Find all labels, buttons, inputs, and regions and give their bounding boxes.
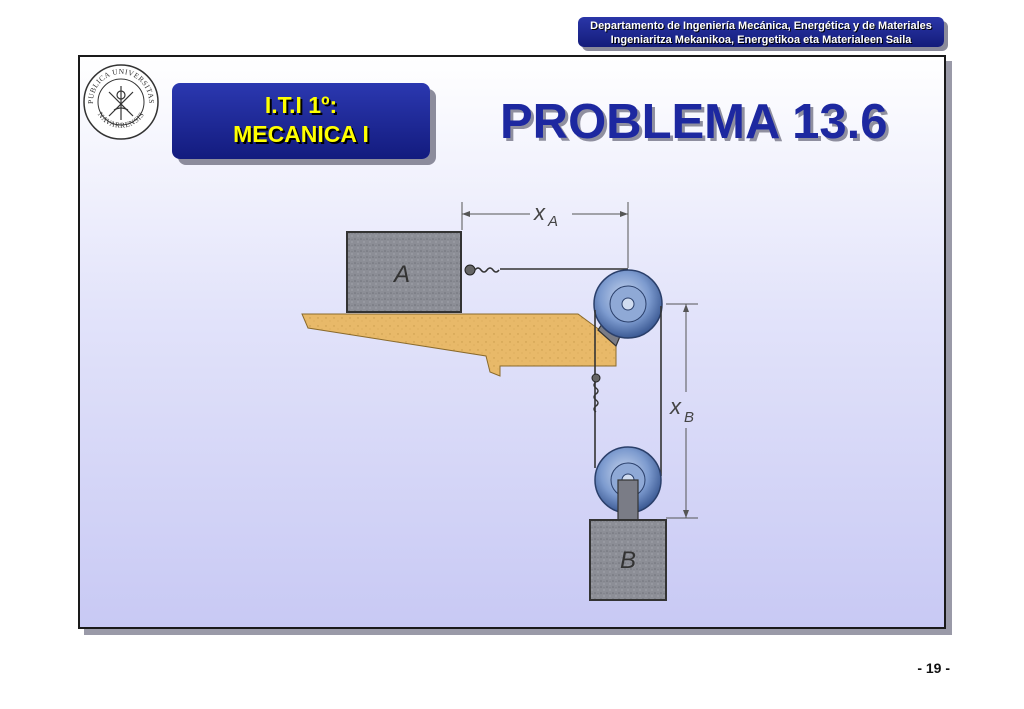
university-seal-icon: PUBLICA UNIVERSITAS NAVARRENSIS [83, 64, 159, 140]
department-banner: Departamento de Ingeniería Mecánica, Ene… [578, 17, 944, 47]
dimension-xb-subscript: B [684, 409, 694, 426]
department-name-eu: Ingeniaritza Mekanikoa, Energetikoa eta … [610, 34, 912, 46]
dimension-xa-label: x [533, 200, 546, 225]
block-b-label: B [620, 547, 636, 574]
problem-title: PROBLEMA 13.6 [500, 95, 888, 149]
block-b: B [589, 519, 667, 601]
dimension-xb: x B [666, 303, 698, 519]
block-a-label: A [392, 261, 410, 288]
dimension-xb-label: x [669, 394, 682, 419]
block-a: A [346, 231, 462, 313]
course-name: MECANICA I [233, 121, 369, 147]
course-code: I.T.I 1º: [264, 92, 338, 118]
dimension-xa: x A [461, 200, 629, 268]
top-pulley [593, 269, 663, 339]
page-number: - 19 - [917, 660, 950, 676]
dimension-xa-subscript: A [547, 213, 558, 230]
course-badge: I.T.I 1º: MECANICA I [172, 83, 430, 159]
pulley-diagram: x A A x B [301, 200, 698, 601]
department-name-es: Departamento de Ingeniería Mecánica, Ene… [590, 20, 932, 32]
table-surface [301, 313, 617, 377]
